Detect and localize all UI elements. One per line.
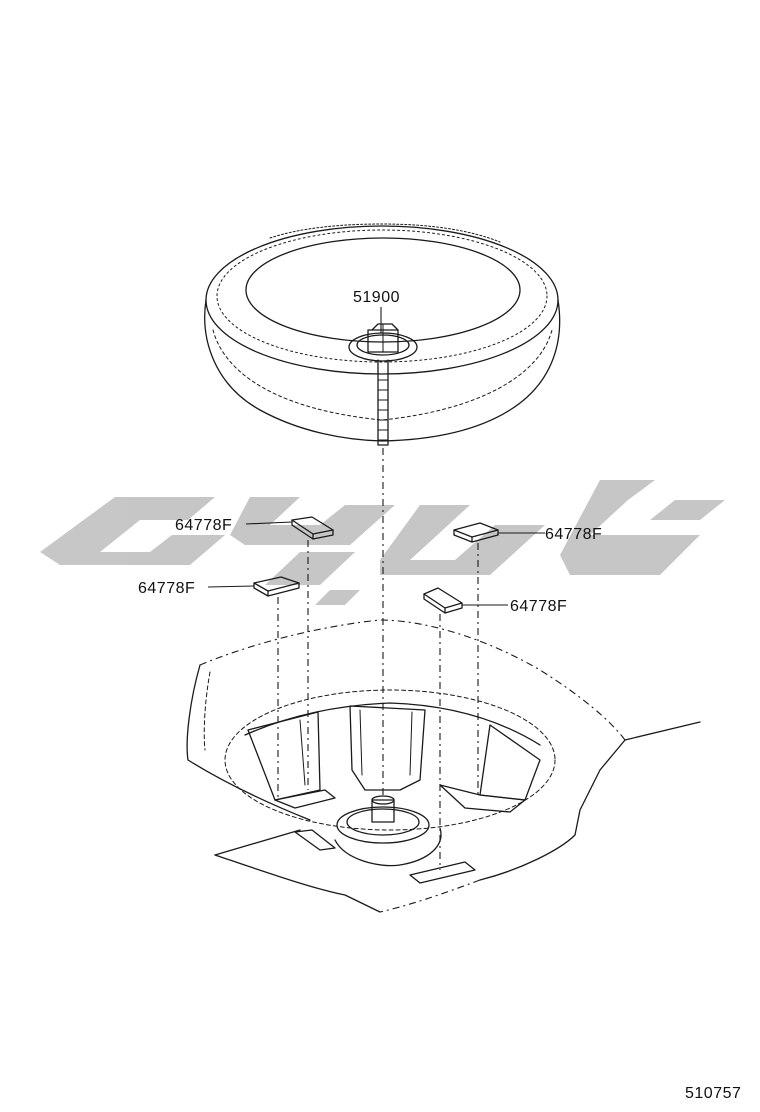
watermark-logo: [40, 480, 725, 605]
leader-lines: [207, 307, 545, 606]
spare-tire-well: [186, 619, 701, 913]
spare-tire-carrier-bolt: [348, 323, 418, 446]
spare-tire: [204, 223, 561, 442]
callout-cushion-upper-right[interactable]: 64778F: [545, 526, 602, 543]
guide-lines: [277, 448, 479, 870]
cushion-pad-lower-right: [423, 587, 463, 614]
cushion-pad-lower-left: [253, 576, 300, 597]
illustration-number: 510757: [685, 1085, 741, 1102]
callout-cushion-lower-left[interactable]: 64778F: [138, 580, 195, 597]
cushion-pad-upper-right: [453, 522, 499, 543]
callout-spare-tire-carrier[interactable]: 51900: [353, 289, 400, 306]
callout-cushion-lower-right[interactable]: 64778F: [510, 598, 567, 615]
callout-cushion-upper-left[interactable]: 64778F: [175, 517, 232, 534]
